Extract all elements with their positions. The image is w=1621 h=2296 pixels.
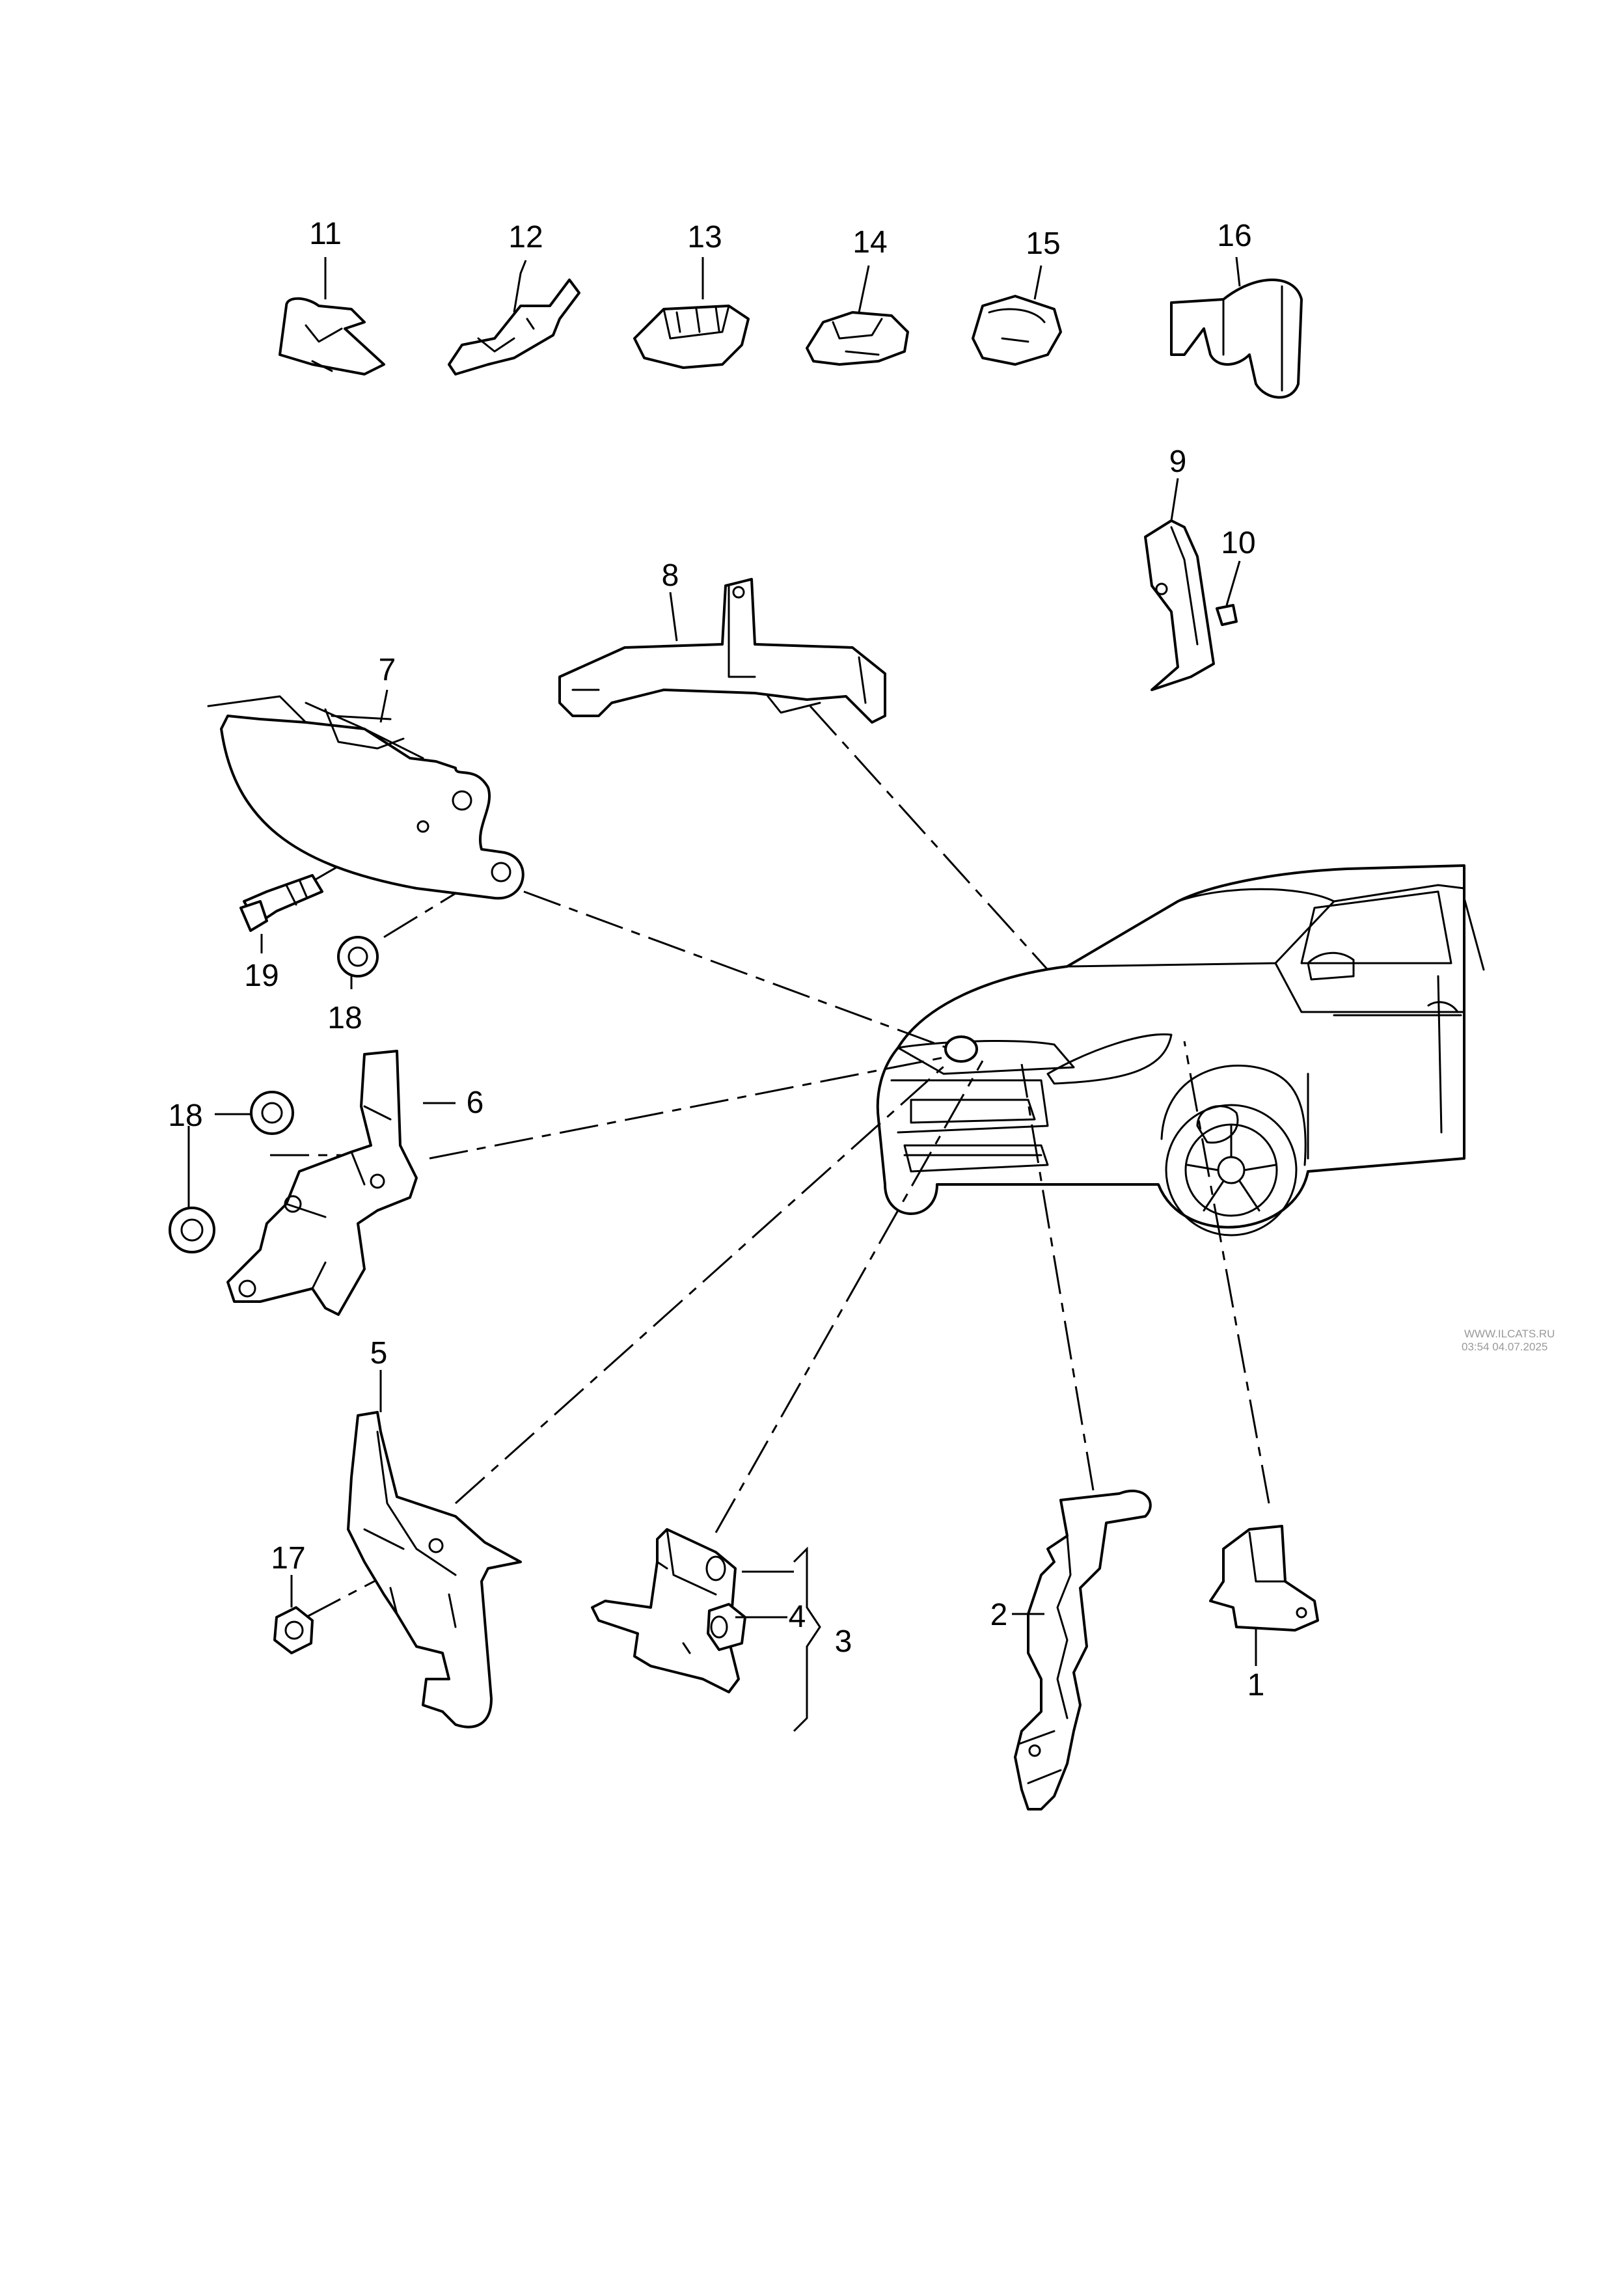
bracket-6-icon bbox=[226, 1050, 418, 1316]
clip-12-icon bbox=[448, 279, 580, 376]
callout-12: 12 bbox=[508, 220, 543, 254]
bracket-9-icon bbox=[1144, 519, 1215, 691]
clip-16-icon bbox=[1170, 279, 1303, 399]
callout-1: 1 bbox=[1247, 1668, 1265, 1702]
bracket-2-icon bbox=[1014, 1489, 1152, 1811]
callout-5: 5 bbox=[370, 1336, 388, 1371]
callout-17: 17 bbox=[271, 1541, 305, 1576]
callout-2: 2 bbox=[990, 1598, 1008, 1632]
callout-labels: 11 12 13 14 15 16 9 10 8 7 19 18 6 18 5 … bbox=[168, 217, 1264, 1702]
watermark-stamp: 03:54 04.07.2025 bbox=[1462, 1341, 1547, 1353]
bracket-3-icon bbox=[591, 1528, 740, 1693]
callout-13: 13 bbox=[687, 220, 722, 254]
clip-4-icon bbox=[707, 1603, 746, 1651]
clip-14-icon bbox=[806, 311, 909, 366]
bracket-8-icon bbox=[558, 578, 886, 724]
callout-19: 19 bbox=[244, 959, 279, 993]
callout-16: 16 bbox=[1217, 219, 1251, 253]
nut-18-lower-a-icon bbox=[250, 1091, 294, 1135]
bracket-1-icon bbox=[1209, 1525, 1319, 1632]
clip-10-icon bbox=[1216, 604, 1238, 626]
bracket-5-icon bbox=[347, 1411, 522, 1729]
clip-13-icon bbox=[633, 305, 750, 369]
callout-10: 10 bbox=[1221, 526, 1255, 560]
bracket-7-icon bbox=[207, 695, 524, 900]
callout-9: 9 bbox=[1169, 444, 1187, 479]
watermark-site: WWW.ILCATS.RU bbox=[1464, 1328, 1555, 1340]
nut-18-upper-icon bbox=[337, 936, 379, 977]
callout-4: 4 bbox=[789, 1600, 806, 1634]
clip-15-icon bbox=[972, 295, 1062, 366]
bolt-19-icon bbox=[239, 874, 323, 932]
callout-11: 11 bbox=[309, 217, 342, 251]
callout-8: 8 bbox=[662, 558, 679, 593]
callout-7: 7 bbox=[379, 653, 396, 687]
nut-18-lower-b-icon bbox=[169, 1207, 215, 1253]
callout-18-upper: 18 bbox=[327, 1001, 362, 1035]
callout-3: 3 bbox=[835, 1624, 852, 1659]
clip-11-icon bbox=[279, 297, 385, 376]
nut-17-icon bbox=[273, 1606, 314, 1654]
callout-18-lower: 18 bbox=[168, 1099, 202, 1133]
callout-14: 14 bbox=[852, 225, 887, 260]
callout-6: 6 bbox=[467, 1086, 484, 1120]
callout-15: 15 bbox=[1026, 226, 1060, 261]
solid-leader-lines bbox=[187, 256, 1257, 1732]
watermark: WWW.ILCATS.RU 03:54 04.07.2025 bbox=[1462, 1328, 1555, 1353]
car-illustration bbox=[876, 864, 1485, 1237]
